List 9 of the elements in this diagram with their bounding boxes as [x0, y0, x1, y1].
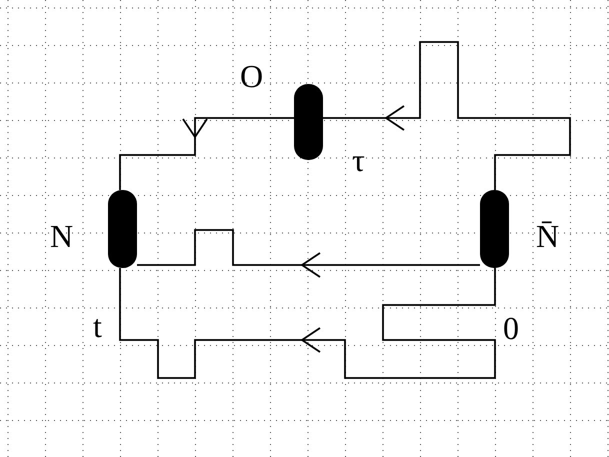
- point-label: O: [240, 60, 264, 92]
- vertex-bar: [294, 84, 323, 160]
- vertex-label: τ: [352, 144, 365, 176]
- vertex-label: N̄: [536, 220, 560, 252]
- vertex-label: N: [50, 220, 74, 252]
- vertex-bar: [480, 190, 509, 268]
- point-label: 0: [503, 312, 519, 344]
- point-label: t: [93, 310, 102, 342]
- vertex-bar: [108, 190, 137, 268]
